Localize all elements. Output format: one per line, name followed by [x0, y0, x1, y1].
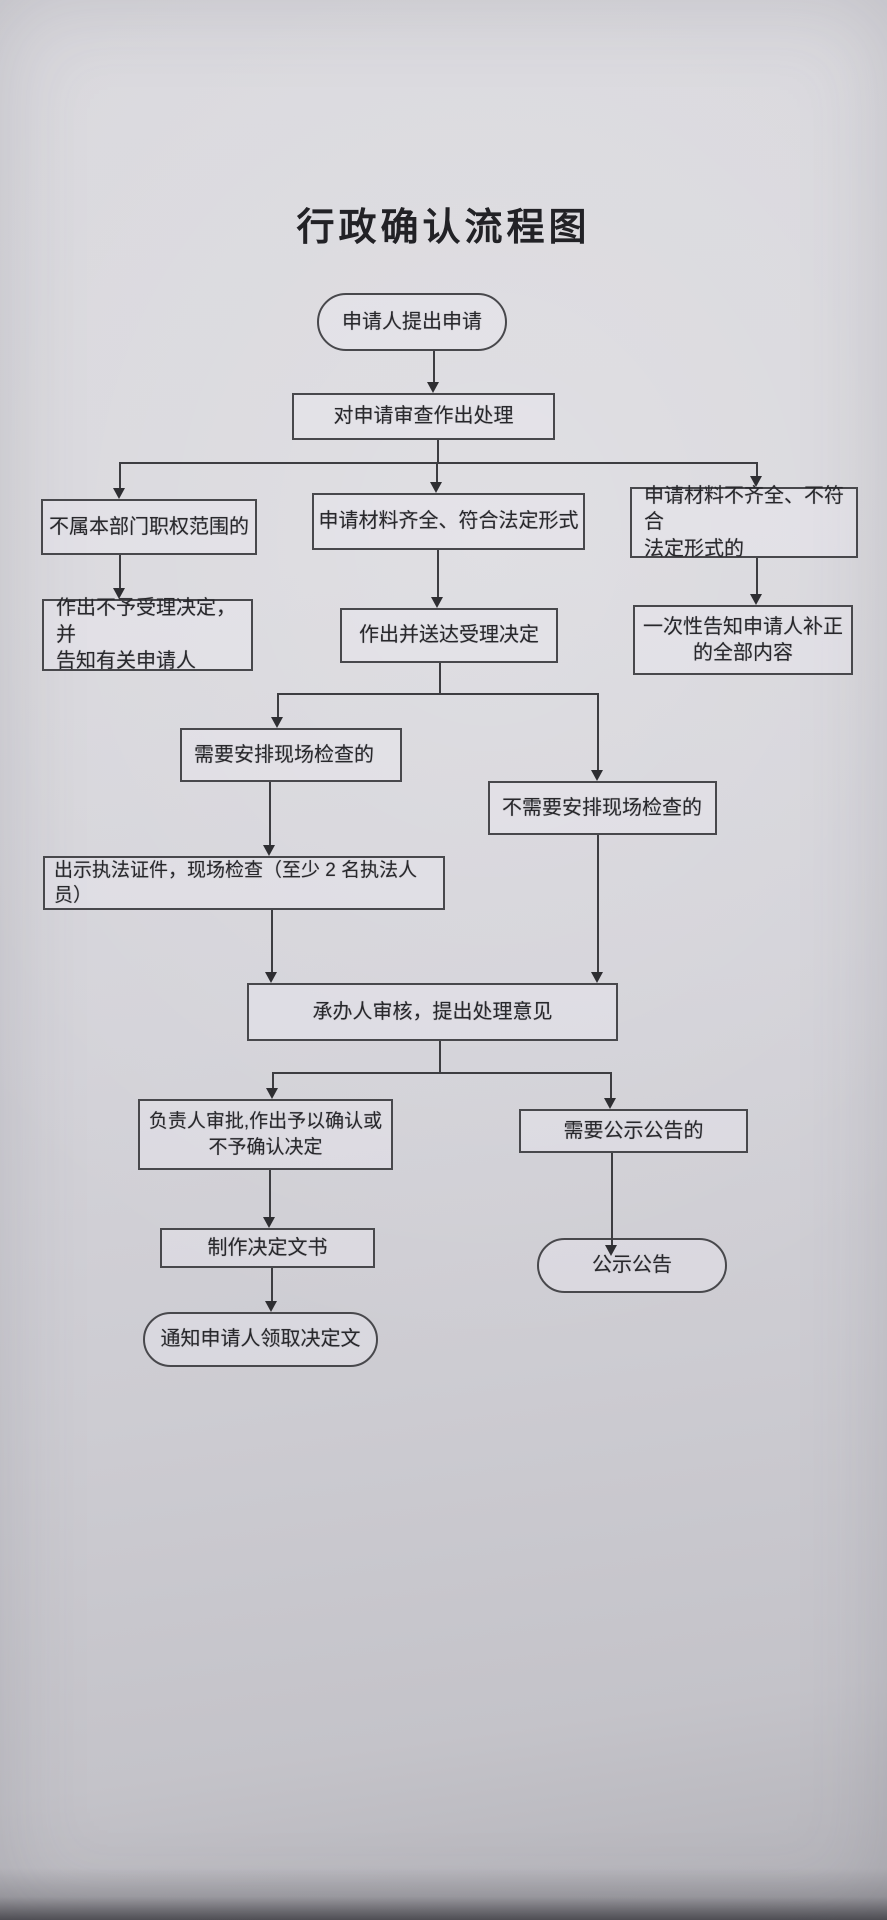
connector-line	[277, 693, 599, 695]
connector-line	[439, 663, 441, 695]
connector-line	[610, 1072, 612, 1098]
arrowhead-down-icon	[431, 597, 443, 608]
flow-node-need-inspection: 需要安排现场检查的	[180, 728, 402, 782]
arrowhead-down-icon	[113, 588, 125, 599]
connector-line	[119, 462, 121, 488]
connector-line	[272, 1072, 274, 1088]
arrowhead-down-icon	[113, 488, 125, 499]
photo-bottom-shadow	[0, 1868, 887, 1920]
connector-line	[271, 1268, 273, 1301]
connector-line	[119, 555, 121, 588]
flow-node-make-document: 制作决定文书	[160, 1228, 375, 1268]
arrowhead-down-icon	[750, 476, 762, 487]
arrowhead-down-icon	[271, 717, 283, 728]
arrowhead-down-icon	[263, 845, 275, 856]
connector-line	[271, 910, 273, 972]
flow-node-review: 对申请审查作出处理	[292, 393, 555, 440]
connector-line	[119, 462, 758, 464]
page-title: 行政确认流程图	[296, 207, 591, 249]
flow-node-out-of-scope: 不属本部门职权范围的	[41, 499, 257, 555]
connector-line	[437, 440, 439, 463]
arrowhead-down-icon	[591, 770, 603, 781]
flow-node-show-credentials: 出示执法证件，现场检查（至少 2 名执法人员）	[43, 856, 445, 910]
flow-node-start: 申请人提出申请	[317, 293, 507, 351]
connector-line	[272, 1072, 612, 1074]
flow-node-leader-approval: 负责人审批,作出予以确认或 不予确认决定	[138, 1099, 393, 1170]
connector-line	[597, 693, 599, 770]
flow-node-no-inspection: 不需要安排现场检查的	[488, 781, 717, 835]
connector-line	[597, 835, 599, 972]
connector-line	[611, 1153, 613, 1245]
flow-node-materials-complete: 申请材料齐全、符合法定形式	[312, 493, 585, 550]
arrowhead-down-icon	[750, 594, 762, 605]
arrowhead-down-icon	[263, 1217, 275, 1228]
flow-node-inform-correction: 一次性告知申请人补正 的全部内容	[633, 605, 853, 675]
flow-node-accept: 作出并送达受理决定	[340, 608, 558, 663]
arrowhead-down-icon	[605, 1245, 617, 1256]
arrowhead-down-icon	[266, 1088, 278, 1099]
arrowhead-down-icon	[427, 382, 439, 393]
flow-node-materials-incomplete: 申请材料不齐全、不符合 法定形式的	[630, 485, 858, 560]
flow-node-publicity: 公示公告	[537, 1238, 727, 1293]
arrowhead-down-icon	[265, 972, 277, 983]
flow-node-notify-applicant: 通知申请人领取决定文	[143, 1312, 378, 1367]
connector-line	[437, 550, 439, 597]
connector-line	[277, 693, 279, 717]
flow-node-reject: 作出不予受理决定，并 告知有关申请人	[42, 597, 253, 672]
arrowhead-down-icon	[265, 1301, 277, 1312]
connector-line	[756, 462, 758, 476]
flow-node-undertaker-review: 承办人审核，提出处理意见	[247, 983, 618, 1041]
flow-node-need-publicity: 需要公示公告的	[519, 1109, 748, 1153]
connector-line	[436, 462, 438, 482]
connector-line	[269, 1170, 271, 1217]
connector-line	[269, 782, 271, 845]
arrowhead-down-icon	[430, 482, 442, 493]
connector-line	[756, 558, 758, 594]
connector-line	[433, 351, 435, 385]
arrowhead-down-icon	[604, 1098, 616, 1109]
connector-line	[439, 1041, 441, 1073]
arrowhead-down-icon	[591, 972, 603, 983]
